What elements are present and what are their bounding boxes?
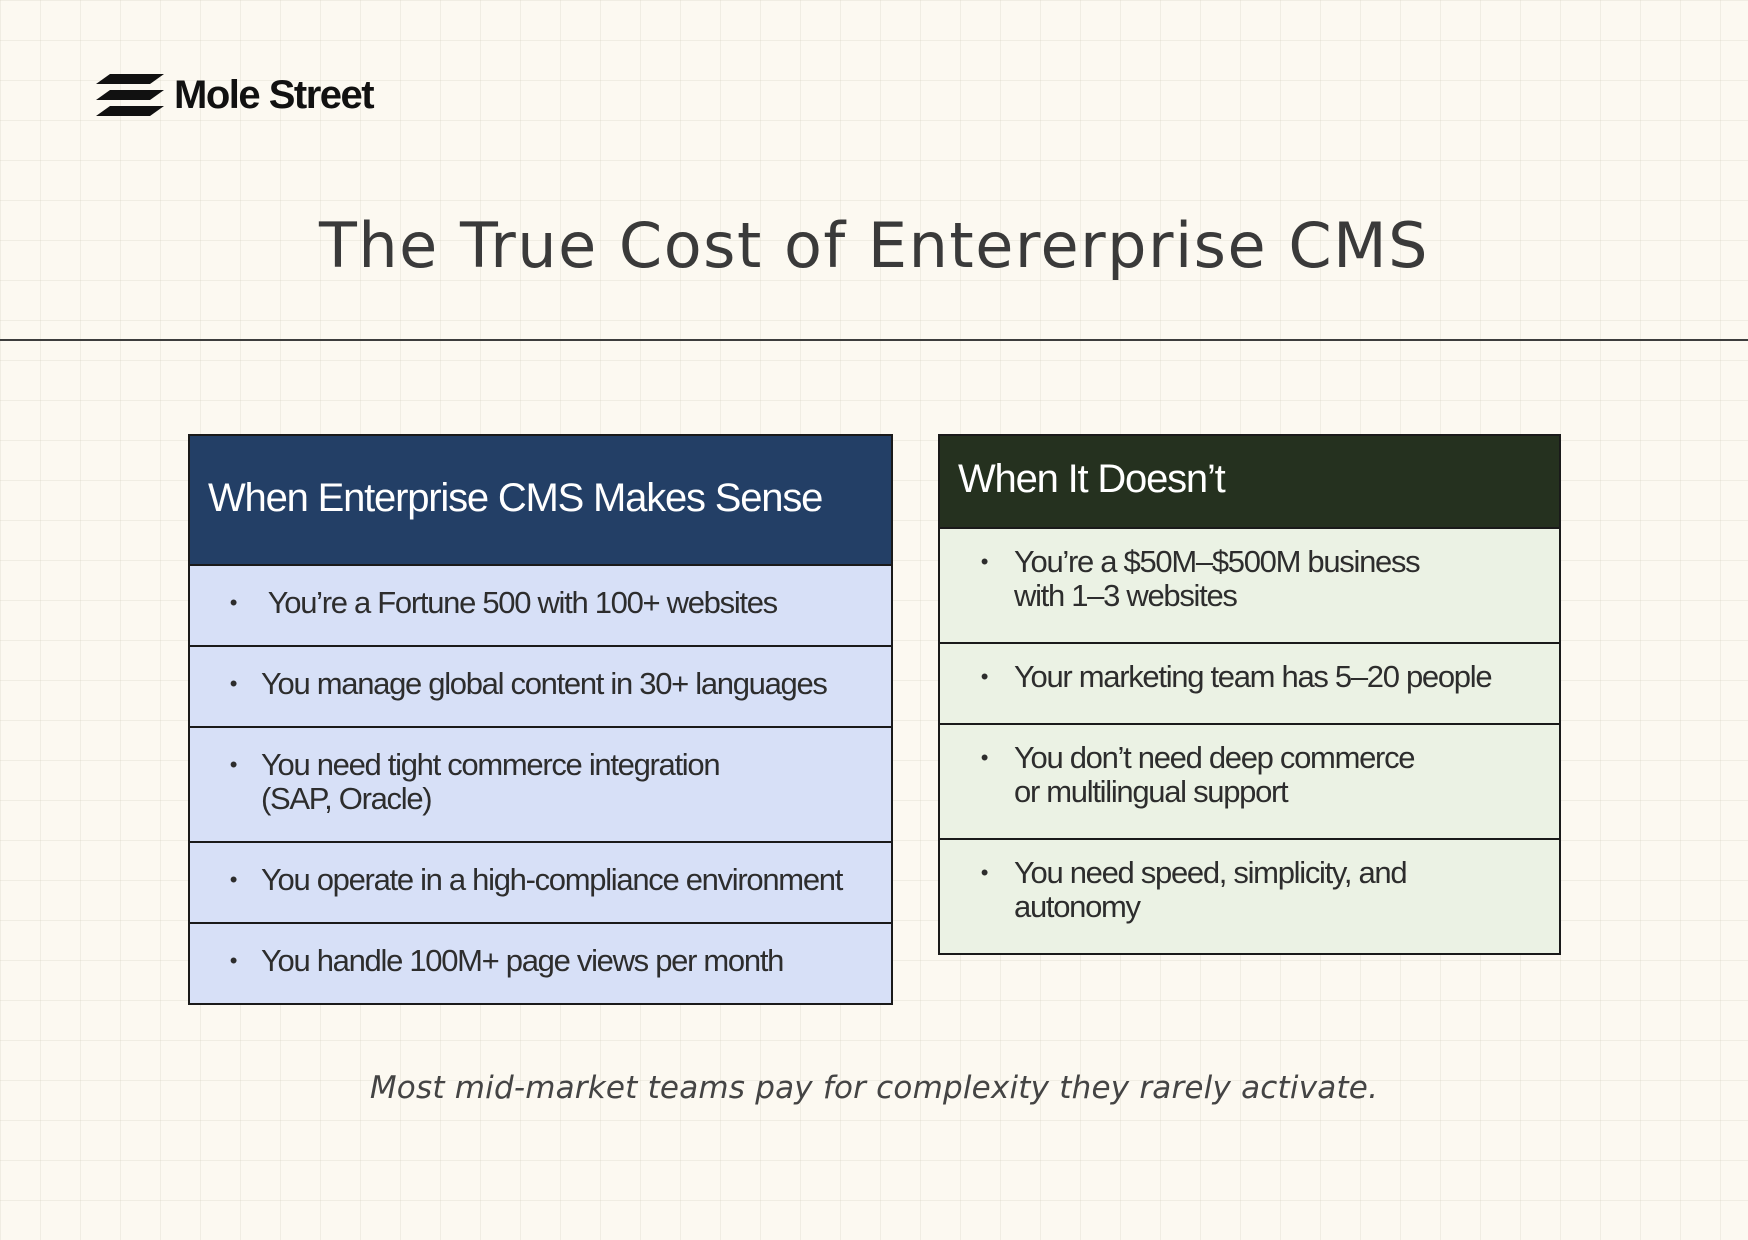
diagonal-stripes-icon [96, 74, 164, 116]
list-item-text: You need speed, simplicity, and autonomy [1014, 855, 1408, 924]
brand-name: Mole Street [174, 73, 375, 117]
list-item: • You manage global content in 30+ langu… [190, 645, 891, 726]
panel-doesnt-heading: When It Doesn’t [940, 436, 1559, 527]
bullet: • [980, 860, 989, 885]
list-item-text: You’re a $50M–$500M business with 1–3 we… [1014, 544, 1421, 613]
panel-doesnt: When It Doesn’t • You’re a $50M–$500M bu… [938, 434, 1561, 955]
bullet: • [980, 549, 989, 574]
bullet: • [980, 664, 989, 689]
brand-logo: Mole Street [96, 73, 375, 117]
list-item-text: You operate in a high-compliance environ… [261, 862, 843, 897]
bullet: • [229, 671, 238, 696]
page-title: The True Cost of Entererprise CMS [319, 209, 1429, 282]
list-item-text: You manage global content in 30+ languag… [261, 666, 828, 701]
list-item: • You need tight commerce integration (S… [190, 726, 891, 841]
list-item-text: You handle 100M+ page views per month [261, 943, 784, 978]
title-divider [0, 339, 1748, 341]
list-item-text: Your marketing team has 5–20 people [1014, 659, 1493, 694]
list-item-text: You need tight commerce integration (SAP… [261, 747, 721, 816]
list-item: • You operate in a high-compliance envir… [190, 841, 891, 922]
list-item: • You need speed, simplicity, and autono… [940, 838, 1559, 953]
bullet: • [229, 948, 238, 973]
footnote: Most mid-market teams pay for complexity… [369, 1070, 1379, 1106]
list-item: • You’re a $50M–$500M business with 1–3 … [940, 527, 1559, 642]
bullet: • [229, 752, 238, 777]
list-item-text: You’re a Fortune 500 with 100+ websites [261, 585, 778, 620]
list-item: • Your marketing team has 5–20 people [940, 642, 1559, 723]
list-item: • You’re a Fortune 500 with 100+ website… [190, 564, 891, 645]
list-item: • You don’t need deep commerce or multil… [940, 723, 1559, 838]
bullet: • [980, 745, 989, 770]
bullet: • [229, 590, 238, 615]
list-item: • You handle 100M+ page views per month [190, 922, 891, 1003]
list-item-text: You don’t need deep commerce or multilin… [1014, 740, 1416, 809]
bullet: • [229, 867, 238, 892]
panel-makes-sense-heading: When Enterprise CMS Makes Sense [190, 436, 891, 564]
panel-makes-sense: When Enterprise CMS Makes Sense • You’re… [188, 434, 893, 1005]
